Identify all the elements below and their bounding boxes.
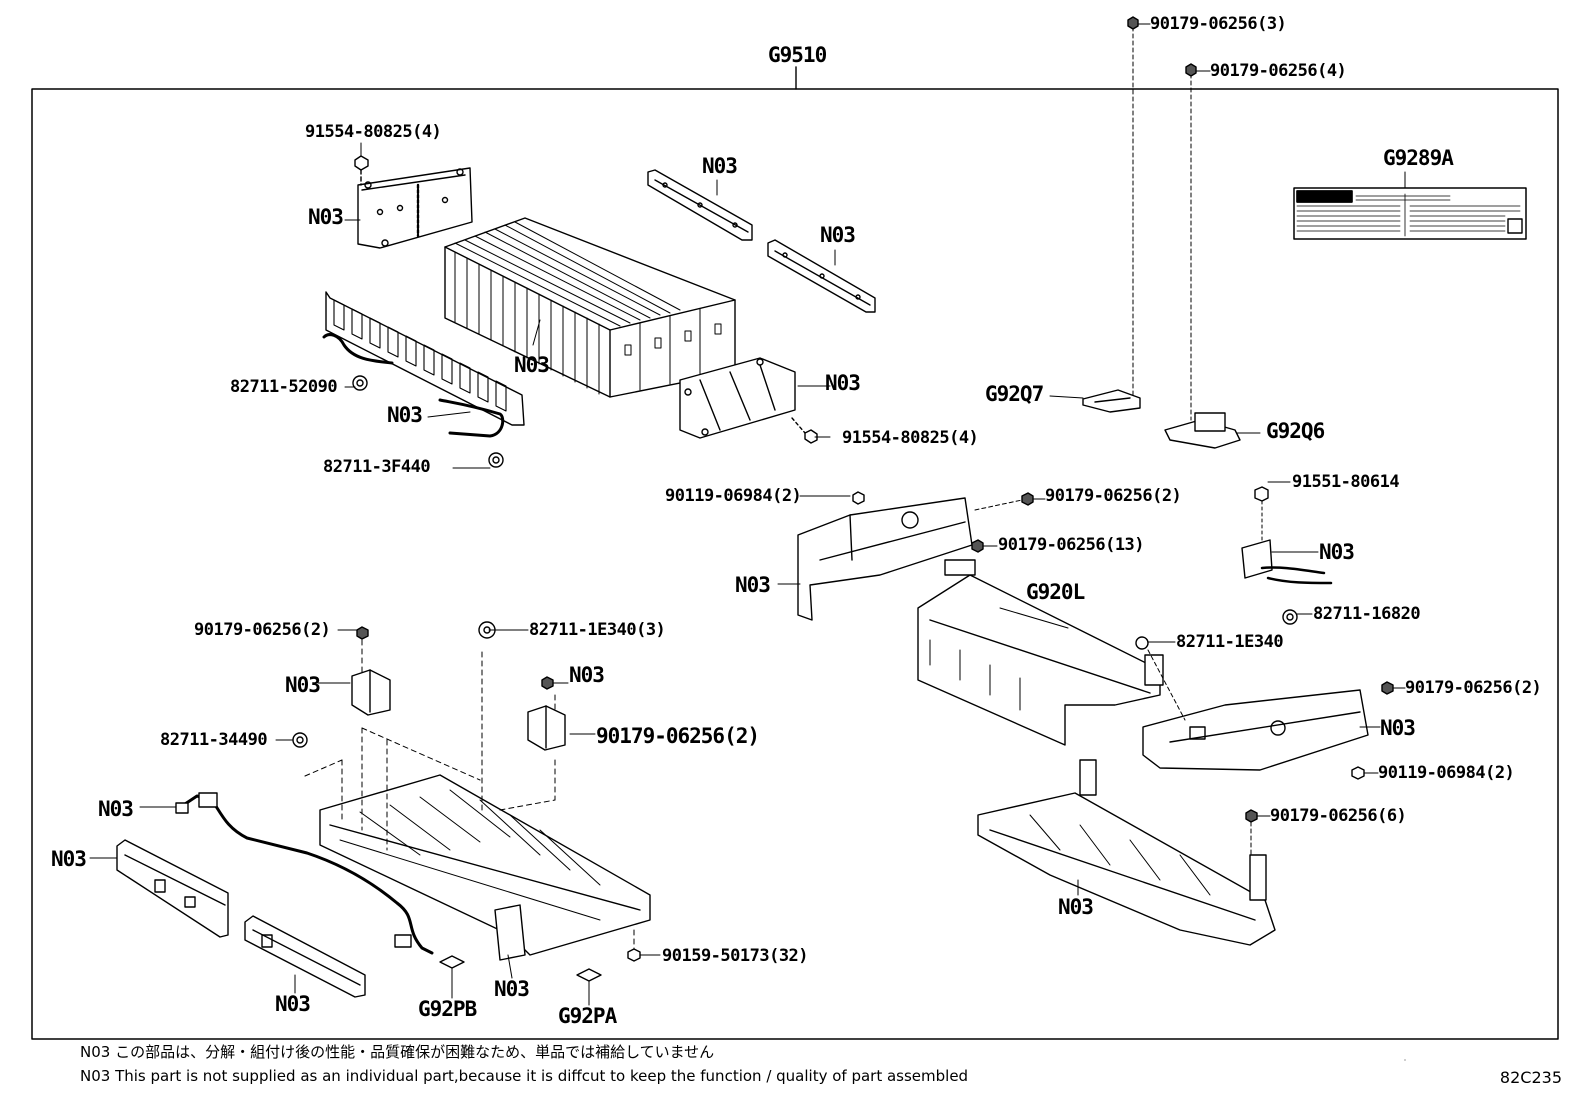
part-label[interactable]: 91551-80614	[1292, 472, 1400, 492]
part-label[interactable]: 82711-1E340(3)	[529, 620, 666, 640]
bracket-g92q6	[1164, 412, 1241, 449]
part-label[interactable]: N03	[98, 797, 134, 821]
part-label[interactable]: 82711-34490	[160, 730, 268, 750]
bolt-icon	[1351, 766, 1365, 780]
part-label[interactable]: N03	[494, 977, 530, 1001]
bracket-small-right	[527, 705, 566, 751]
part-label[interactable]: N03	[285, 673, 321, 697]
part-label[interactable]: 91554-80825(4)	[842, 428, 979, 448]
part-label[interactable]: 90119-06984(2)	[1378, 763, 1515, 783]
clamp-icon	[352, 375, 368, 391]
sensor-harness	[1241, 486, 1333, 585]
part-label[interactable]: N03	[1380, 716, 1416, 740]
part-label[interactable]: 82711-3F440	[323, 457, 431, 477]
part-label[interactable]: G92Q6	[1266, 419, 1325, 443]
nut-icon	[1185, 63, 1197, 77]
part-label[interactable]: 90159-50173(32)	[662, 946, 809, 966]
bus-bar-holder	[322, 291, 525, 438]
part-label[interactable]: 82711-16820	[1313, 604, 1421, 624]
part-label[interactable]: G9289A	[1383, 146, 1454, 170]
duct-lower-right	[1142, 689, 1369, 771]
bracket-small-left	[351, 669, 391, 716]
part-label[interactable]: N03	[51, 847, 87, 871]
side-rail-right	[244, 915, 366, 998]
part-label[interactable]: N03	[820, 223, 856, 247]
dash-line	[304, 639, 635, 951]
right-end-plate	[679, 357, 796, 439]
leader-lines	[89, 23, 1406, 1061]
duct-g920l	[917, 559, 1164, 746]
part-label[interactable]: 90179-06256(6)	[1270, 806, 1407, 826]
bolt-icon	[627, 948, 641, 962]
part-label[interactable]: N03	[702, 154, 738, 178]
part-label[interactable]: 90179-06256(3)	[1150, 14, 1287, 34]
part-label[interactable]: N03	[514, 353, 550, 377]
nut-icon	[971, 539, 984, 553]
part-label[interactable]: 90179-06256(13)	[998, 535, 1145, 555]
part-label[interactable]: G92PB	[418, 997, 477, 1021]
caution-label	[1293, 187, 1527, 240]
clamp-icon	[1282, 609, 1298, 625]
bolt-icon	[354, 155, 369, 186]
part-label[interactable]: G92PA	[558, 1004, 617, 1028]
nut-icon	[974, 492, 1034, 511]
wire-harness-lower	[175, 792, 434, 955]
part-label[interactable]: G920L	[1026, 580, 1085, 604]
nut-icon	[1245, 809, 1258, 856]
part-label[interactable]: 91554-80825(4)	[305, 122, 442, 142]
part-label[interactable]: N03	[1058, 895, 1094, 919]
duct-upper	[797, 497, 973, 621]
floor-tray	[319, 774, 651, 961]
clamp-icon	[1135, 636, 1149, 650]
assembly-number: G9510	[768, 43, 827, 67]
part-label[interactable]: N03	[735, 573, 771, 597]
part-label[interactable]: 82711-1E340	[1176, 632, 1284, 652]
upper-bracket-2	[767, 239, 876, 313]
clip-icon	[439, 955, 602, 982]
part-label[interactable]: 82711-52090	[230, 377, 338, 397]
part-label[interactable]: 90179-06256(2)	[194, 620, 331, 640]
part-label[interactable]: 90119-06984(2)	[665, 486, 802, 506]
clamp-icon	[292, 732, 308, 748]
nut-icon	[1381, 681, 1394, 695]
assembly-frame	[31, 88, 1559, 1040]
note-english: N03 This part is not supplied as an indi…	[80, 1067, 969, 1085]
part-label[interactable]: N03	[387, 403, 423, 427]
part-label[interactable]: G92Q7	[985, 382, 1044, 406]
bolt-icon	[852, 491, 865, 505]
note-japanese: N03 この部品は、分解・組付け後の性能・品質確保が困難なため、単品では補給して…	[80, 1043, 715, 1061]
side-rail-left	[116, 839, 229, 938]
reference-code: 82C235	[1499, 1068, 1562, 1087]
nut-icon	[1127, 16, 1139, 30]
nut-icon	[541, 676, 554, 690]
battery-module-stack	[444, 217, 736, 398]
part-label[interactable]: N03	[308, 205, 344, 229]
bracket-g92q7	[1082, 389, 1141, 413]
clamp-icon	[488, 452, 504, 468]
dash-line	[1132, 26, 1192, 421]
part-label[interactable]: N03	[1319, 540, 1355, 564]
part-label[interactable]: N03	[569, 663, 605, 687]
part-label[interactable]: N03	[825, 371, 861, 395]
floor-cover-right	[977, 759, 1276, 946]
bolt-icon	[791, 417, 818, 444]
part-label[interactable]: 90179-06256(2)	[596, 724, 760, 748]
part-label[interactable]: 90179-06256(2)	[1405, 678, 1542, 698]
part-label[interactable]: 90179-06256(2)	[1045, 486, 1182, 506]
nut-icon	[356, 626, 369, 640]
upper-bracket-1	[647, 169, 753, 241]
part-label[interactable]: N03	[275, 992, 311, 1016]
left-end-plate	[357, 167, 473, 249]
part-label[interactable]: 90179-06256(4)	[1210, 61, 1347, 81]
